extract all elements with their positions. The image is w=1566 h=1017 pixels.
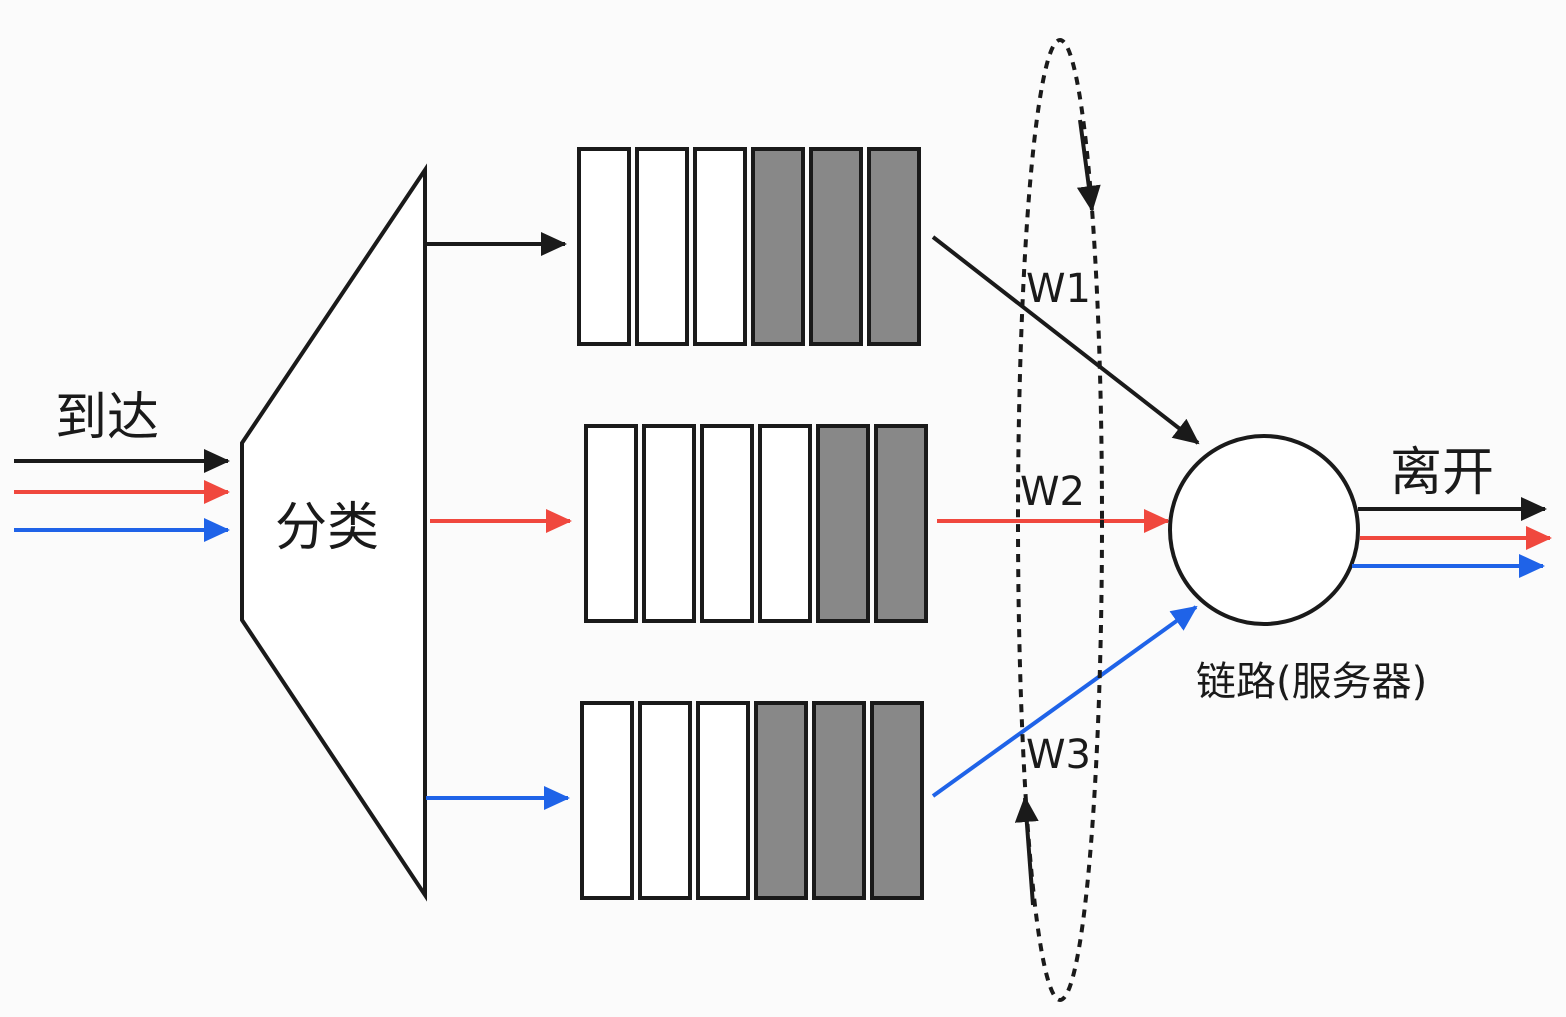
queue-2-slot-empty [758,424,812,623]
queue-1-slot-filled [751,147,805,346]
queue-3-slot-filled [812,701,866,900]
rotation-arrow-top [1076,119,1101,212]
server-label: 链路(服务器) [1196,659,1427,705]
weight-label-w3: W3 [1026,732,1091,778]
queue-3-slot-filled [870,701,924,900]
rotation-arrow-bottom [1014,796,1039,906]
queue-1-slot-filled [867,147,921,346]
queue-2-slot-empty [584,424,638,623]
classifier-label: 分类 [275,498,379,558]
queue-2-slot-empty [700,424,754,623]
queue1-to-server-arrow [931,235,1200,445]
queue-3 [580,701,924,900]
weight-label-w1: W1 [1026,266,1091,312]
queue-2-slot-filled [874,424,928,623]
classifier-shape [240,163,427,902]
queue-1 [577,147,921,346]
queue-2-slot-empty [642,424,696,623]
queue-2 [584,424,928,623]
queue-1-slot-filled [809,147,863,346]
weight-label-w2: W2 [1020,469,1085,515]
queue3-to-server-arrow [931,605,1198,798]
queue-1-slot-empty [577,147,631,346]
queue-3-slot-empty [580,701,634,900]
queue-1-slot-empty [693,147,747,346]
server-circle [1168,434,1360,626]
departure-label: 离开 [1390,443,1494,503]
queue-3-slot-empty [638,701,692,900]
round-robin-ellipse [1016,38,1104,1002]
queue-2-slot-filled [816,424,870,623]
queue-3-slot-filled [754,701,808,900]
arrival-label: 到达 [55,388,159,448]
queue-1-slot-empty [635,147,689,346]
queue-3-slot-empty [696,701,750,900]
